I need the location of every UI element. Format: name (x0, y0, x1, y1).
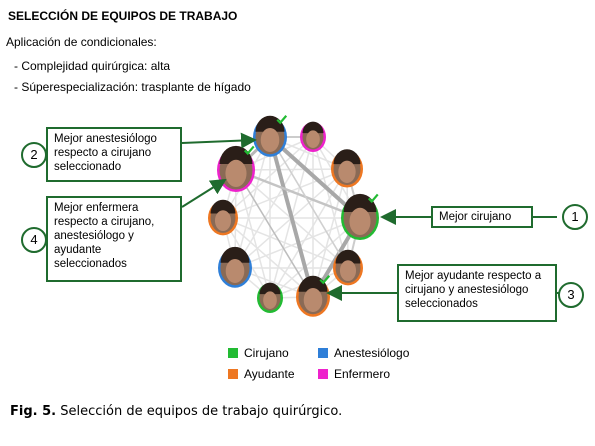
condition-complexity: - Complejidad quirúrgica: alta (14, 59, 171, 73)
team-member-node (208, 199, 238, 236)
callout-1-line: Mejor cirujano (439, 211, 512, 223)
callout-number-3: 3 (558, 282, 584, 308)
team-member-node (253, 115, 288, 157)
callout-4-line: anestesiólogo y (54, 230, 134, 242)
callout-4-line: respecto a cirujano, (54, 216, 155, 228)
check-icon (243, 145, 255, 156)
legend-nurse: Enfermero (318, 367, 390, 381)
figure-caption: Fig. 5. Selección de equipos de trabajo … (10, 404, 342, 419)
network-edge (268, 136, 315, 298)
network-edge (235, 169, 314, 298)
callout-best-surgeon: Mejor cirujano (431, 206, 533, 228)
team-member-node (333, 249, 363, 286)
callout-number-4: 4 (21, 227, 47, 253)
legend-label: Cirujano (244, 346, 289, 360)
check-icon (276, 115, 288, 125)
network-edge (234, 136, 271, 269)
condition-specialization: - Súperespecialización: trasplante de hí… (14, 80, 251, 94)
network-edge (235, 169, 271, 299)
subtitle: Aplicación de condicionales: (6, 35, 157, 49)
network-edge (312, 168, 348, 298)
network-edge (269, 168, 348, 299)
legend-assistant: Ayudante (228, 367, 295, 381)
arrow-2 (181, 132, 257, 149)
legend-label: Anestesiólogo (334, 346, 410, 360)
callout-4-line: Mejor enfermera (54, 202, 139, 214)
team-member-node (296, 275, 331, 317)
legend-swatch (228, 369, 238, 379)
caption-text: Selección de equipos de trabajo quirúrgi… (56, 404, 343, 419)
callout-2-line: respecto a cirujano (54, 147, 152, 159)
legend-label: Ayudante (244, 367, 295, 381)
callout-3-line: seleccionados (405, 298, 478, 310)
legend-swatch (228, 348, 238, 358)
callout-best-nurse: Mejor enfermera respecto a cirujano, ane… (46, 196, 182, 282)
network-edge (222, 217, 314, 298)
callout-3-line: cirujano y anestesiólogo (405, 284, 529, 296)
network-edge (222, 136, 314, 219)
legend-label: Enfermero (334, 367, 391, 381)
callout-best-assistant: Mejor ayudante respecto a cirujano y ane… (397, 264, 557, 322)
team-member-node (331, 149, 363, 188)
network-edge (269, 136, 349, 269)
callout-2-line: seleccionado (54, 161, 122, 173)
team-member-node (341, 193, 379, 241)
legend-swatch (318, 369, 328, 379)
callout-3-line: Mejor ayudante respecto a (405, 270, 542, 282)
caption-label: Fig. 5. (10, 404, 57, 419)
callout-4-line: seleccionados (54, 258, 127, 270)
callout-number-1: 1 (562, 204, 588, 230)
check-icon (367, 193, 379, 204)
team-member-node (300, 121, 326, 152)
page-title: SELECCIÓN DE EQUIPOS DE TRABAJO (8, 9, 238, 23)
team-member-node (217, 145, 255, 193)
team-member-node (218, 246, 252, 288)
callout-2-line: Mejor anestesiólogo (54, 133, 157, 145)
callout-4-line: ayudante (54, 244, 102, 256)
check-icon (319, 275, 331, 285)
arrow-4 (181, 178, 227, 208)
legend-anesthesiologist: Anestesiólogo (318, 346, 409, 360)
callout-number-2: 2 (21, 142, 47, 168)
network-edge (222, 217, 349, 269)
legend-surgeon: Cirujano (228, 346, 289, 360)
team-member-node (257, 282, 283, 313)
network-edge (235, 168, 361, 220)
network-nodes (208, 115, 379, 317)
callout-best-anesthesiologist: Mejor anestesiólogo respecto a cirujano … (46, 127, 182, 182)
legend-swatch (318, 348, 328, 358)
